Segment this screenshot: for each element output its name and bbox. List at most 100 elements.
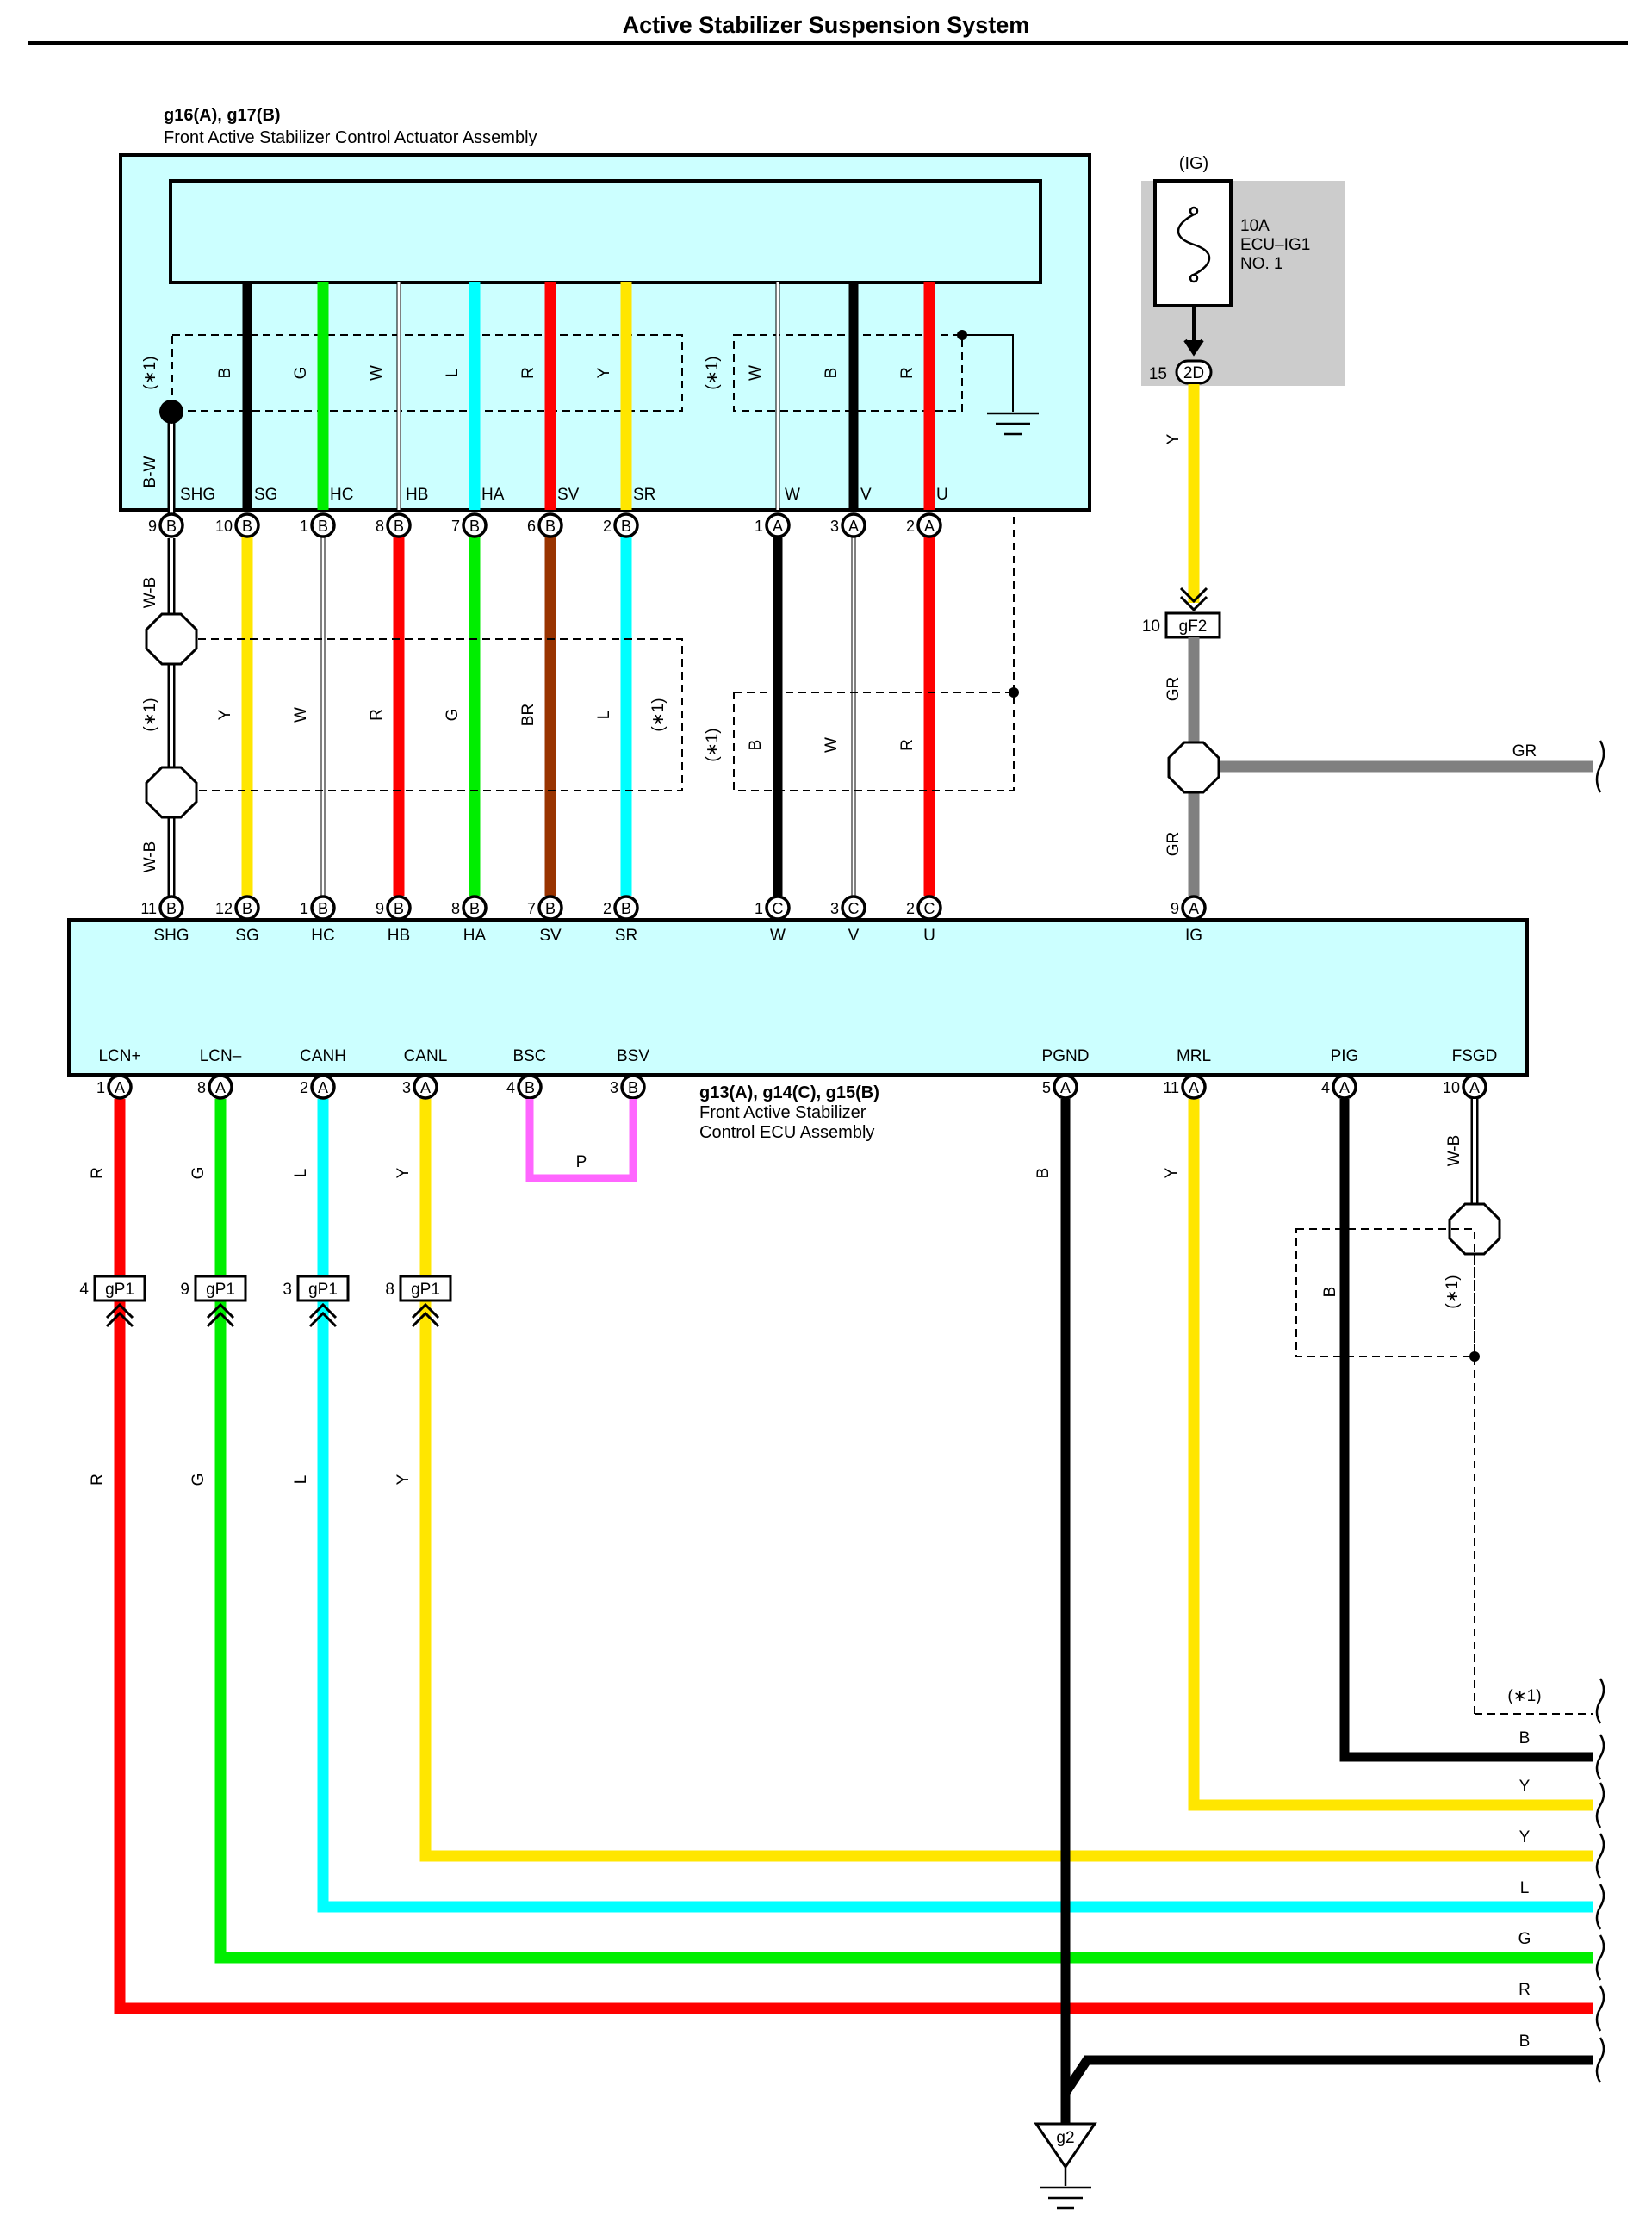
actuator-pin-w-letter: A xyxy=(773,518,783,535)
right-edge-shield-note: (∗1) xyxy=(1507,1687,1541,1705)
gp1-arrow-a-4 xyxy=(411,1302,440,1319)
actuator-pin-hb-letter: B xyxy=(394,518,404,535)
ecu-top-pin-ha-letter: B xyxy=(469,900,480,917)
middle-wire-color-4: G xyxy=(444,709,462,722)
middle-wire-color-3: R xyxy=(368,709,386,721)
gf2-connector xyxy=(1164,611,1221,639)
bsc-bsv-wire xyxy=(525,1099,637,1182)
right-edge-label-7: B xyxy=(1519,2033,1531,2051)
fuse-terminal-pin: 15 xyxy=(1149,365,1167,383)
gp1-arrow-b-2 xyxy=(206,1311,235,1328)
ecu-bottom-pin-5-number: 3 xyxy=(610,1079,618,1096)
ecu-bottom-pin-0 xyxy=(107,1074,133,1100)
ecu-bottom-pin-label-7: MRL xyxy=(1177,1047,1211,1065)
gp1-arrow-b-3 xyxy=(308,1311,338,1328)
actuator-pin-sg-number: 10 xyxy=(215,518,233,535)
ecu-top-pin-u-letter: C xyxy=(924,900,935,917)
middle-wire-color-6: L xyxy=(595,711,613,720)
ecu-top-pin-label-sr: SR xyxy=(615,927,637,945)
actuator-wire-color-ha: L xyxy=(444,369,462,378)
gp1-connector-label-2: gP1 xyxy=(206,1281,235,1299)
ecu-bottom-pin-2 xyxy=(310,1074,336,1100)
actuator-pin-ha xyxy=(462,512,488,538)
gf2-arrow xyxy=(1179,587,1208,612)
middle-wire-r-color-1: B xyxy=(747,740,765,751)
ecu-bottom-pin-label-6: PGND xyxy=(1042,1047,1090,1065)
ecu-top-pin-shg xyxy=(158,895,184,921)
wire-break-5 xyxy=(1595,1934,1605,1981)
lcn-minus-wire xyxy=(214,1099,1593,1964)
ecu-bottom-pins: LCN+A1LCN–A8CANHA2CANLA3BSCB4BSVB3PGNDA5… xyxy=(96,1047,1497,1100)
middle-shield-note-b: (∗1) xyxy=(704,728,722,761)
bottom-wire-color-upper-3: L xyxy=(292,1169,310,1178)
actuator-pin-label-sr: SR xyxy=(633,486,655,504)
actuator-pin-ha-letter: B xyxy=(469,518,480,535)
ecu-top-pin-hb xyxy=(386,895,412,921)
ecu-top-pin-sg-letter: B xyxy=(242,900,252,917)
ecu-top-pin-u-number: 2 xyxy=(906,900,915,917)
ecu-top-pin-v xyxy=(841,895,866,921)
ecu-bottom-pin-3-number: 3 xyxy=(402,1079,411,1096)
actuator-wire-color-v: B xyxy=(823,368,841,379)
wire-break-7 xyxy=(1595,2037,1605,2083)
ecu-bottom-pin-3 xyxy=(413,1074,438,1100)
middle-wire-color-2: W xyxy=(292,707,310,723)
actuator-pin-sr xyxy=(613,512,639,538)
ecu-bottom-pin-0-number: 1 xyxy=(96,1079,105,1096)
middle-shield-right xyxy=(733,692,1015,791)
right-edge-label-6: R xyxy=(1518,1981,1531,1999)
ecu-top-pin-label-hb: HB xyxy=(388,927,410,945)
fuse-amps: 10A xyxy=(1240,217,1270,235)
wire-break-0 xyxy=(1595,1678,1605,1724)
ecu-bottom-pin-5-letter: B xyxy=(628,1079,638,1096)
ecu-bottom-pin-4-letter: B xyxy=(525,1079,535,1096)
bottom-wire-color-upper-4: Y xyxy=(394,1167,413,1178)
actuator-pin-v-letter: A xyxy=(848,518,859,535)
right-edge-label-2: Y xyxy=(1519,1778,1531,1796)
actuator-wire-color-sr: Y xyxy=(595,367,613,378)
gp1-connector-4 xyxy=(399,1275,452,1302)
ecu-top-pin-hc xyxy=(310,895,336,921)
middle-wire-r-color-2: W xyxy=(823,737,841,753)
ecu-bottom-pin-7-number: 11 xyxy=(1163,1079,1179,1096)
ecu-name-line1: Front Active Stabilizer xyxy=(699,1103,866,1122)
middle-wire-r-color-3: R xyxy=(898,739,916,751)
ecu-bottom-pin-8-letter: A xyxy=(1339,1079,1350,1096)
gp1-arrow-a-2 xyxy=(206,1302,235,1319)
fsgd-shield-octagon xyxy=(1448,1202,1501,1256)
gp1-arrow-a-3 xyxy=(308,1302,338,1319)
fuse-icon xyxy=(1177,206,1211,283)
ecu-top-pin-v-number: 3 xyxy=(830,900,839,917)
ecu-bottom-pin-4 xyxy=(517,1074,543,1100)
actuator-pin-label-shg: SHG xyxy=(180,486,215,504)
actuator-pin-label-hb: HB xyxy=(406,486,428,504)
ecu-top-pin-hb-number: 9 xyxy=(376,900,384,917)
actuator-pin-label-ha: HA xyxy=(481,486,505,504)
ecu-top-pin-ig-number: 9 xyxy=(1171,900,1179,917)
fsgd-shield-box xyxy=(1295,1228,1475,1357)
bottom-wire-color-upper-1: R xyxy=(89,1167,107,1179)
gp1-connector-3 xyxy=(296,1275,350,1302)
ecu-top-pin-u xyxy=(916,895,942,921)
fuse-terminal-label: 2D xyxy=(1183,364,1204,382)
canl-wire xyxy=(419,1099,1593,1862)
gp1-connector-2 xyxy=(194,1275,247,1302)
actuator-pin-sv xyxy=(537,512,563,538)
wire-break-4 xyxy=(1595,1884,1605,1930)
ecu-top-pin-label-w: W xyxy=(770,927,786,945)
ecu-bottom-pin-label-8: PIG xyxy=(1331,1047,1359,1065)
right-edge-label-5: G xyxy=(1518,1930,1531,1948)
actuator-connectors: g16(A), g17(B) xyxy=(164,106,281,125)
right-edge-label-4: L xyxy=(1520,1879,1530,1897)
actuator-pin-label-hc: HC xyxy=(330,486,353,504)
actuator-wire-color-hc: G xyxy=(292,367,310,380)
ecu-top-pin-sg xyxy=(234,895,260,921)
gr-branch-break xyxy=(1595,740,1605,793)
gp1-connector-pin-2: 9 xyxy=(180,1281,189,1299)
actuator-shield-left xyxy=(171,334,683,412)
actuator-pin-shg xyxy=(158,512,184,538)
gf2-connector-pin: 10 xyxy=(1142,618,1160,636)
